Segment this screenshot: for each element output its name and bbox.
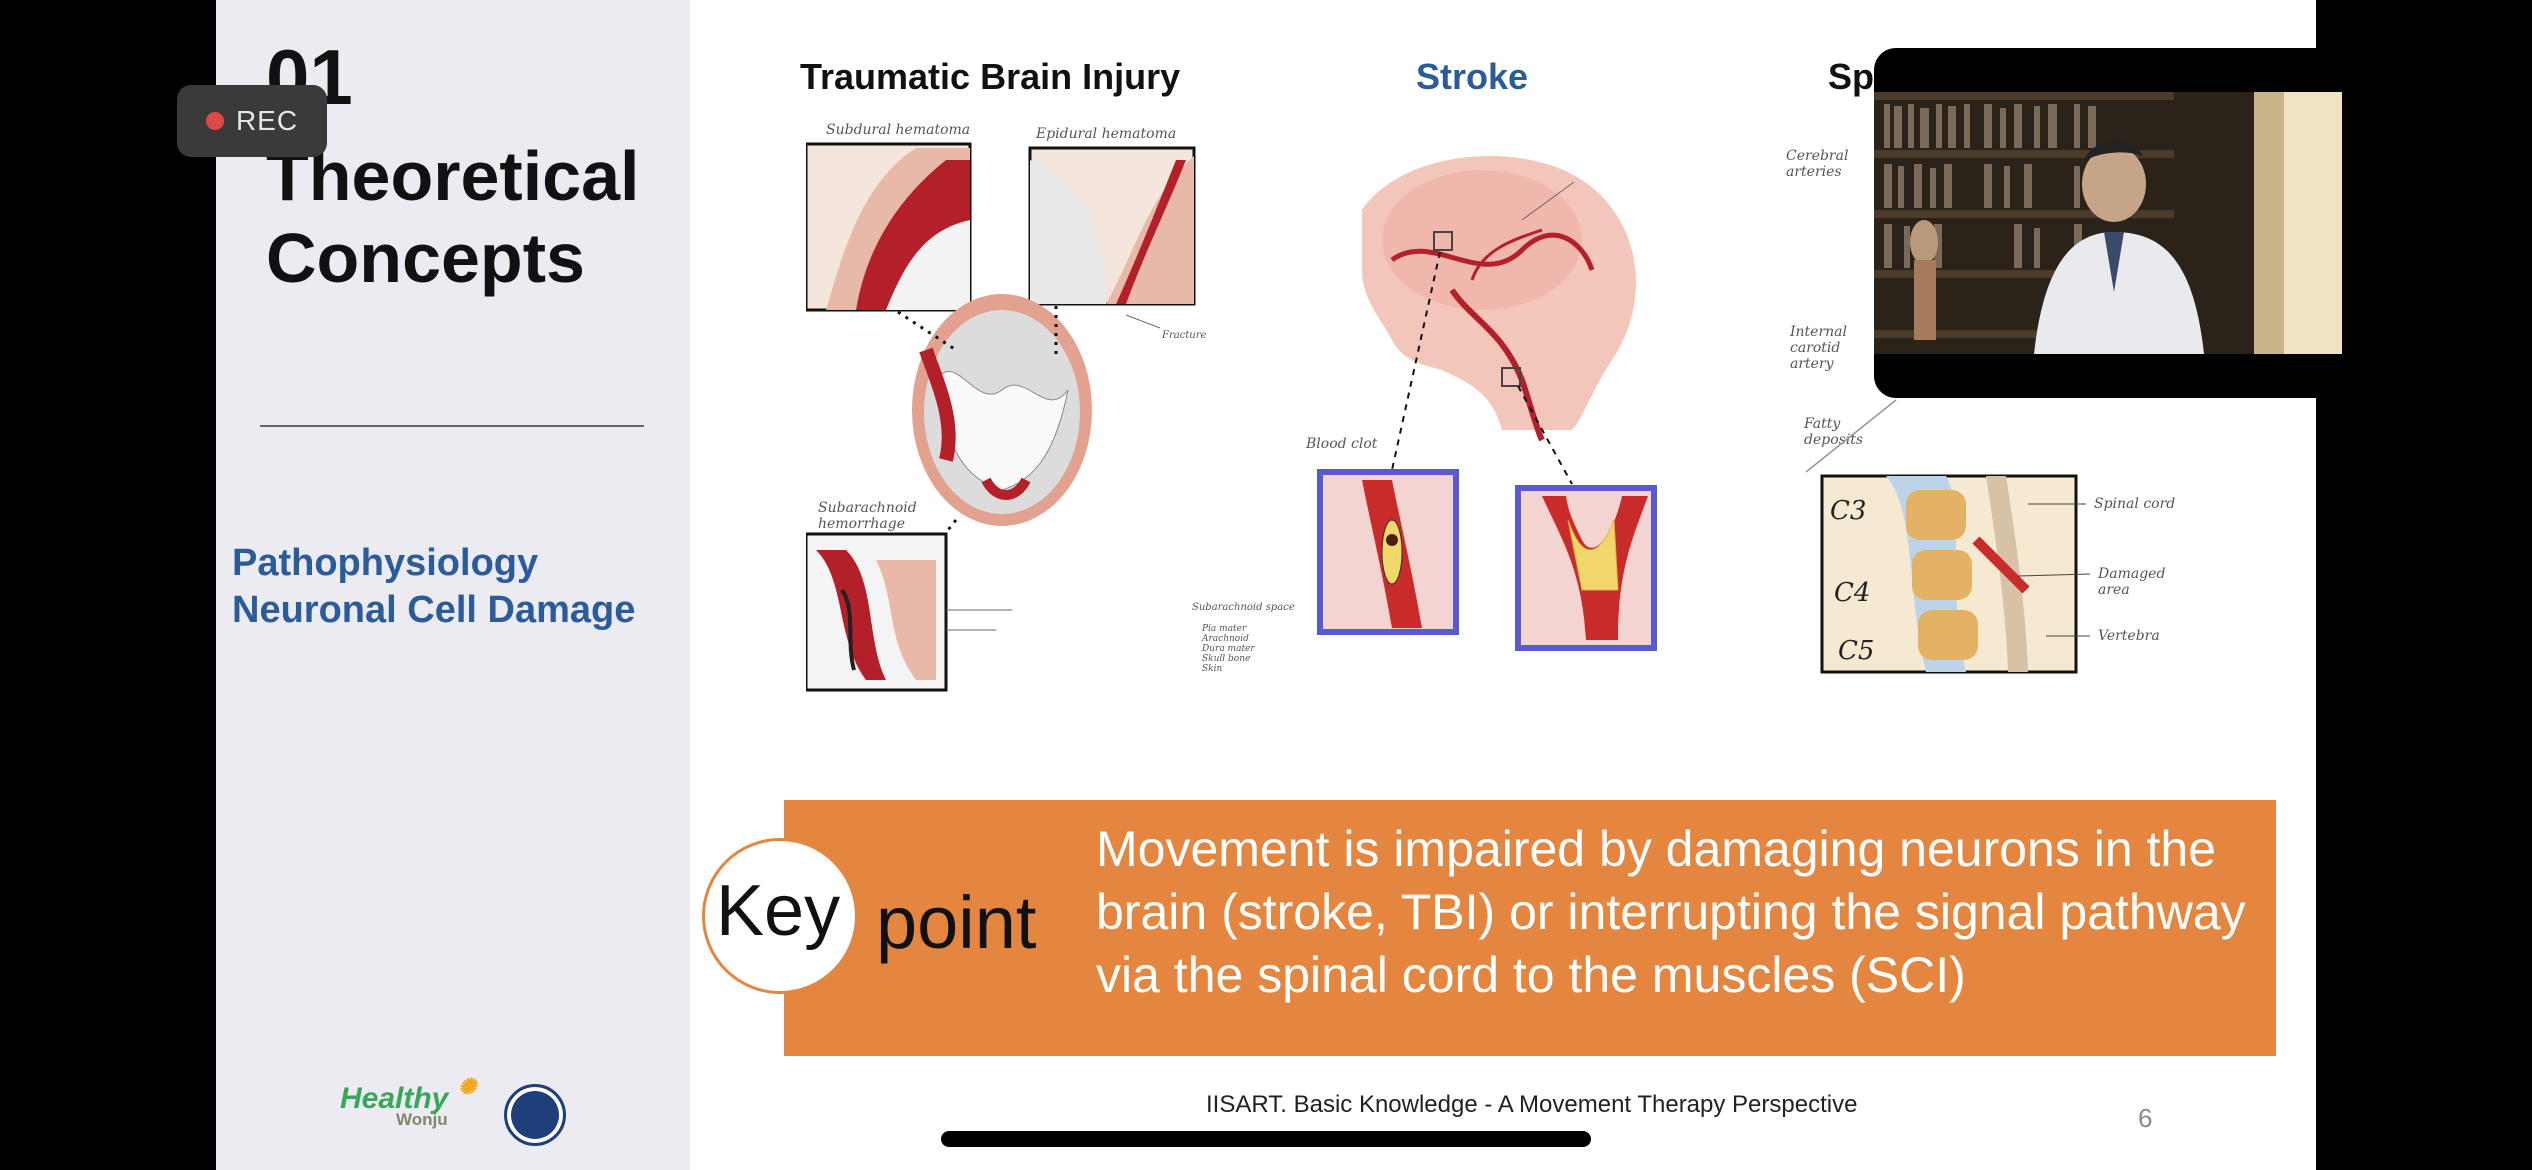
recording-indicator: REC bbox=[177, 85, 327, 157]
label-blood-clot: Blood clot bbox=[1306, 436, 1378, 452]
home-indicator-bar[interactable] bbox=[941, 1131, 1591, 1147]
label-c4: C4 bbox=[1834, 578, 1871, 608]
university-seal-logo bbox=[504, 1084, 566, 1146]
logo-healthy-text: Healthy bbox=[340, 1082, 449, 1115]
tbi-illustration: Subdural hematoma Epidural hematoma Frac… bbox=[804, 120, 1446, 700]
stroke-illustration: Cerebral arteries Internal carotid arter… bbox=[1282, 140, 1882, 660]
label-c5: C5 bbox=[1838, 636, 1875, 666]
key-point-circle bbox=[702, 838, 858, 994]
label-fracture: Fracture bbox=[1162, 330, 1207, 341]
record-dot-icon bbox=[205, 112, 224, 130]
label-cerebral-arteries: Cerebral arteries bbox=[1786, 148, 1849, 180]
key-point-banner bbox=[784, 800, 2276, 1056]
subtopic-neuronal-damage: Neuronal Cell Damage bbox=[232, 589, 636, 631]
label-fatty-deposits: Fatty deposits bbox=[1804, 416, 1864, 448]
page-number: 6 bbox=[2138, 1103, 2153, 1133]
label-meninges: Pia mater Arachnoid Dura mater Skull bon… bbox=[1202, 624, 1255, 674]
sidebar-divider bbox=[260, 425, 644, 427]
heading-tbi: Traumatic Brain Injury bbox=[800, 56, 1181, 97]
sci-illustration: C3 C4 C5 Spinal cord Damaged area Verteb… bbox=[1796, 390, 2236, 690]
slide-footer: IISART. Basic Knowledge - A Movement The… bbox=[1206, 1091, 1858, 1118]
key-point-word-point: point bbox=[876, 881, 1037, 964]
label-vertebra: Vertebra bbox=[2098, 628, 2160, 644]
label-damaged-area: Damaged area bbox=[2098, 566, 2166, 598]
healthy-wonju-logo: Healthy ✺ Wonju bbox=[340, 1074, 476, 1130]
heading-stroke: Stroke bbox=[1416, 56, 1529, 97]
slide-sidebar: 01 Theoretical Concepts Pathophysiology … bbox=[216, 0, 690, 1170]
section-title: Theoretical Concepts bbox=[266, 137, 640, 297]
label-epidural: Epidural hematoma bbox=[1036, 126, 1177, 142]
participant-video-tile[interactable] bbox=[1874, 48, 2342, 398]
label-subarachnoid: Subarachnoid hemorrhage bbox=[818, 500, 917, 532]
key-point-text: Movement is impaired by damaging neurons… bbox=[1096, 821, 2246, 1003]
logo-wonju-text: Wonju bbox=[396, 1110, 448, 1129]
label-spinal-cord: Spinal cord bbox=[2094, 496, 2176, 512]
label-internal-carotid: Internal carotid artery bbox=[1790, 324, 1847, 372]
key-point-word-key: Key bbox=[716, 871, 841, 951]
rec-label: REC bbox=[235, 105, 299, 136]
subtopic-list: Pathophysiology Neuronal Cell Damage bbox=[232, 540, 635, 634]
video-feed bbox=[1874, 92, 2342, 354]
sun-icon: ✺ bbox=[458, 1074, 477, 1099]
label-c3: C3 bbox=[1830, 496, 1867, 526]
label-subarachnoid-space: Subarachnoid space bbox=[1192, 602, 1295, 613]
label-subdural: Subdural hematoma bbox=[826, 122, 971, 138]
subtopic-pathophysiology: Pathophysiology bbox=[232, 542, 539, 584]
